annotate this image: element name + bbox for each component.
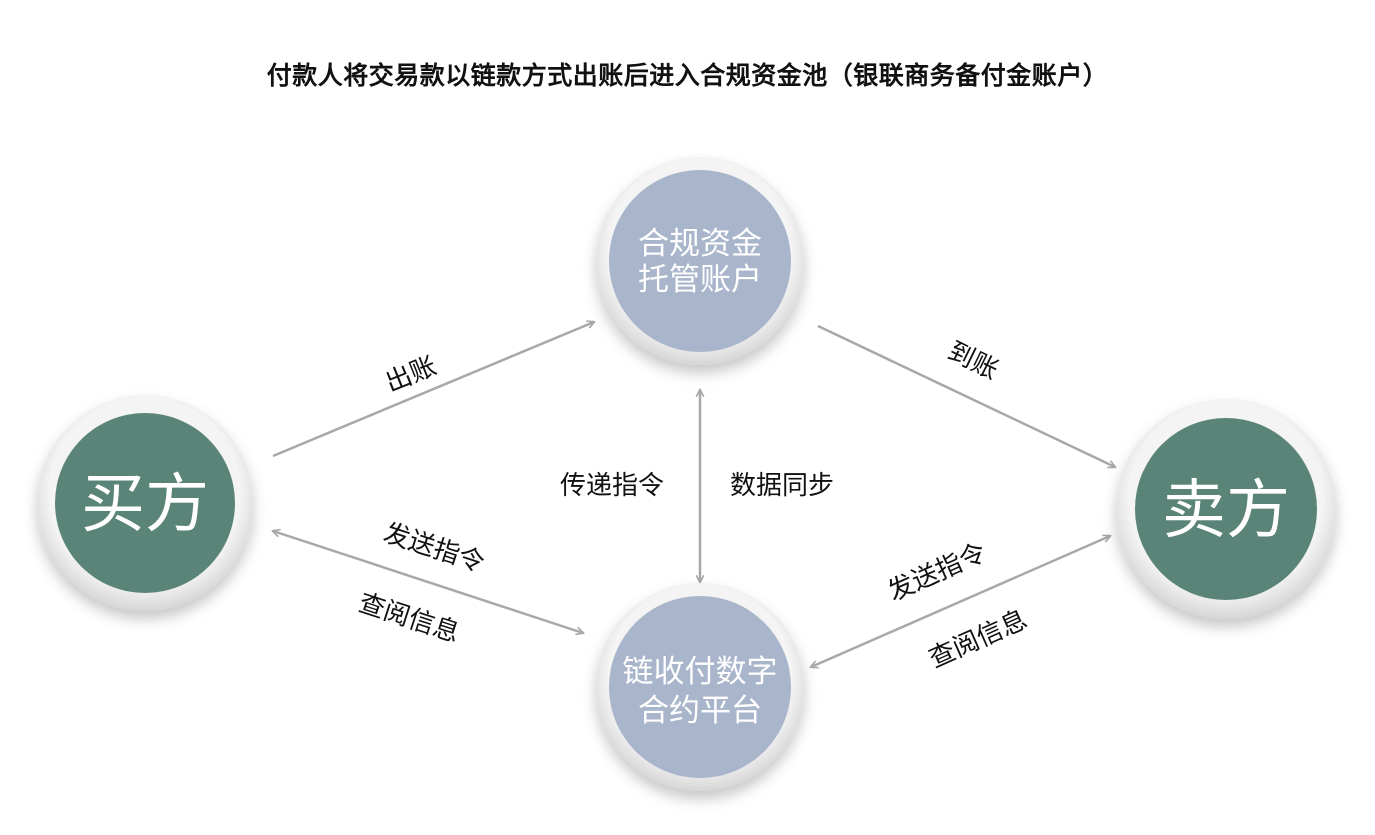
arrow-custody-to-seller	[817, 324, 1115, 467]
edge-label-pass-instruction: 传递指令	[560, 471, 664, 501]
node-buyer-label: 买方	[81, 468, 209, 542]
edge-label-buyer-view-info: 查阅信息	[355, 588, 463, 649]
node-seller: 卖方	[1116, 399, 1336, 619]
node-platform-line1: 链收付数字	[623, 654, 778, 690]
arrow-buyer-to-custody	[272, 322, 594, 458]
node-contract-platform: 链收付数字 合约平台	[596, 583, 804, 791]
node-seller-label: 卖方	[1162, 474, 1290, 548]
edge-label-buyer-send-instruction: 发送指令	[380, 518, 488, 579]
arrow-seller-platform	[811, 536, 1110, 667]
node-platform-line2: 合约平台	[638, 693, 762, 729]
edge-label-seller-view-info: 查阅信息	[925, 605, 1032, 675]
edge-label-data-sync: 数据同步	[730, 471, 834, 501]
diagram-title: 付款人将交易款以链款方式出账后进入合规资金池（银联商务备付金账户）	[266, 61, 1109, 90]
node-custody-account: 合规资金 托管账户	[596, 157, 804, 365]
edge-label-arrival: 到账	[943, 336, 1003, 386]
node-buyer: 买方	[37, 395, 253, 611]
arrow-buyer-platform	[273, 531, 583, 633]
edge-label-seller-send-instruction: 发送指令	[884, 538, 991, 608]
node-custody-line2: 托管账户	[638, 262, 762, 298]
node-custody-line1: 合规资金	[638, 226, 762, 262]
edge-label-payout: 出账	[381, 351, 440, 398]
